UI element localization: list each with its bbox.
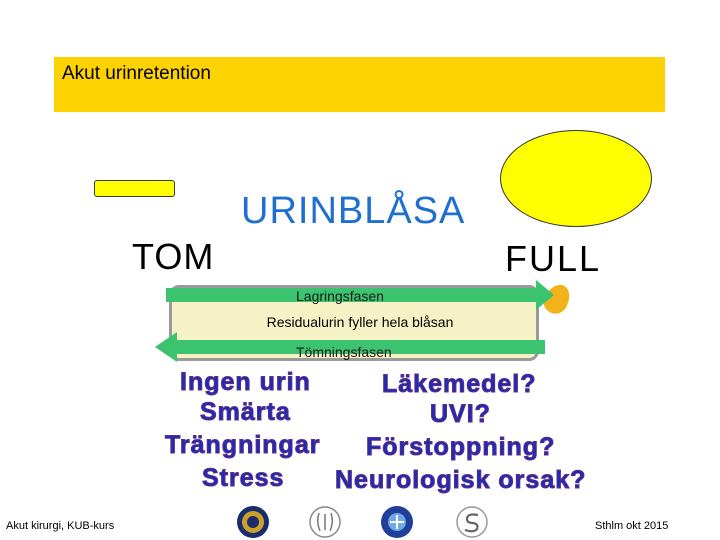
cause-medication: Läkemedel? [382,370,537,399]
label-full: FULL [505,238,602,279]
bladder-heading: URINBLÅSA [241,190,466,232]
residual-text: Residualurin fyller hela blåsan [266,314,454,330]
symptom-pain: Smärta [200,398,291,427]
emptying-phase-label: Tömningsfasen [296,344,392,360]
cause-constipation: Förstoppning? [365,433,556,462]
laurel-emblem-icon [309,506,341,538]
cause-uti: UVI? [430,400,491,429]
full-bladder-shape [500,130,652,227]
society-logo-icon [381,506,413,538]
symptom-stress: Stress [201,464,285,493]
footer-date: Sthlm okt 2015 [595,520,669,532]
symptom-urgency: Trängningar [164,431,321,460]
footer-course: Akut kirurgi, KUB-kurs [6,520,115,532]
label-empty: TOM [132,236,215,277]
storage-arrow [166,280,554,310]
emptying-arrow [155,332,545,362]
storage-phase-label: Lagringsfasen [296,288,384,304]
empty-bladder-shape [94,180,175,197]
slide-title: Akut urinretention [62,63,211,84]
symptom-no-urine: Ingen urin [180,368,311,397]
cause-neurological: Neurologisk orsak? [334,466,587,495]
title-bar: Akut urinretention [54,57,665,112]
society-seal-icon [237,506,269,538]
s-logo-icon [456,506,488,538]
